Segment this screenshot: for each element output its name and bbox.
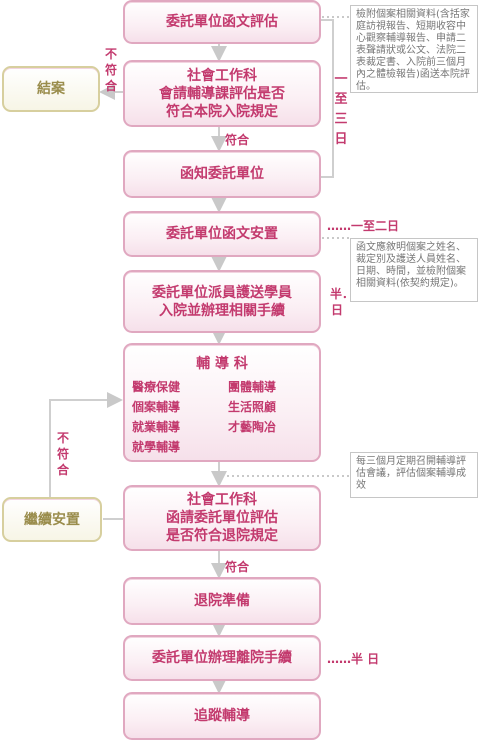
node-counseling-dept: 輔 導 科 醫療保健 團體輔導 個案輔導 生活照顧 就業輔導 才藝陶冶 就學輔導 [123,343,321,462]
node-label-line-3: 符合本院入院規定 [166,103,278,120]
node-follow-up: 追蹤輔導 [123,692,321,740]
note-application-docs: 檢附個案相關資料(含括家庭訪視報告、短期收容中心觀察輔導報告、申請二表聲請狀或公… [350,5,478,93]
label-half-day-1: 半．日 [330,287,355,317]
node-label: 委託單位函文安置 [166,226,278,242]
node-social-work-review: 社會工作科 會請輔導課評估是否 符合本院入院規定 [123,60,321,127]
node-label-line-2: 函請委託單位評估 [166,510,278,526]
node-label-line-2: 入院並辦理相關手續 [159,302,285,319]
node-discharge-prep: 退院準備 [123,577,321,625]
service-item: 團體輔導 [228,380,277,394]
label-pass-1: 符合 [225,133,250,147]
service-item: 就業輔導 [132,420,181,434]
node-agency-evaluation: 委託單位函文評估 [123,0,321,44]
node-label-line-1: 委託單位派員護送學員 [152,284,292,301]
service-list: 醫療保健 團體輔導 個案輔導 生活照顧 就業輔導 才藝陶冶 就學輔導 [132,379,312,455]
service-item: 醫療保健 [132,380,181,394]
node-discharge-evaluation: 社會工作科 函請委託單位評估 是否符合退院規定 [123,485,321,551]
node-escort-admission: 委託單位派員護送學員 入院並辦理相關手續 [123,270,321,333]
note-placement-letter: 函文應敘明個案之姓名、裁定別及護送人員姓名、日期、時間，並檢附個案相關資料(依契… [350,238,478,302]
node-label: 退院準備 [194,593,250,609]
node-label: 委託單位函文評估 [166,14,278,30]
label-fail-mid: 不符合 [56,431,69,477]
service-item: 生活照顧 [228,400,277,414]
node-close-case: 結案 [2,66,100,112]
node-label: 追蹤輔導 [194,708,250,724]
node-label: 結案 [37,81,65,97]
node-label-line-2: 會請輔導課評估是否 [159,85,285,102]
node-discharge-procedure: 委託單位辦理離院手續 [123,635,321,681]
node-label: 繼續安置 [24,511,80,528]
label-half-day-2: ……半 日 [327,652,380,666]
service-item: 就學輔導 [132,440,181,454]
node-label: 函知委託單位 [180,166,264,182]
node-continue-placement: 繼續安置 [2,497,102,542]
node-title: 輔 導 科 [196,356,248,372]
node-label: 委託單位辦理離院手續 [152,650,292,666]
label-fail-top: 不符合 [104,47,117,93]
node-label-line-1: 社會工作科 [187,492,257,508]
service-item: 個案輔導 [132,400,181,414]
service-item: 才藝陶冶 [228,420,277,434]
node-label-line-3: 是否符合退院規定 [166,528,278,544]
node-notify-agency: 函知委託單位 [123,150,321,198]
label-pass-2: 符合 [225,560,250,574]
label-days-1to3: 一至三日 [334,72,348,147]
node-agency-placement: 委託單位函文安置 [123,211,321,257]
note-quarterly-review: 每三個月定期召開輔導評估會議，評估個案輔導成效 [350,452,478,498]
node-label-line-1: 社會工作科 [187,67,257,84]
label-days-1to2: ……一至二日 [327,219,400,233]
